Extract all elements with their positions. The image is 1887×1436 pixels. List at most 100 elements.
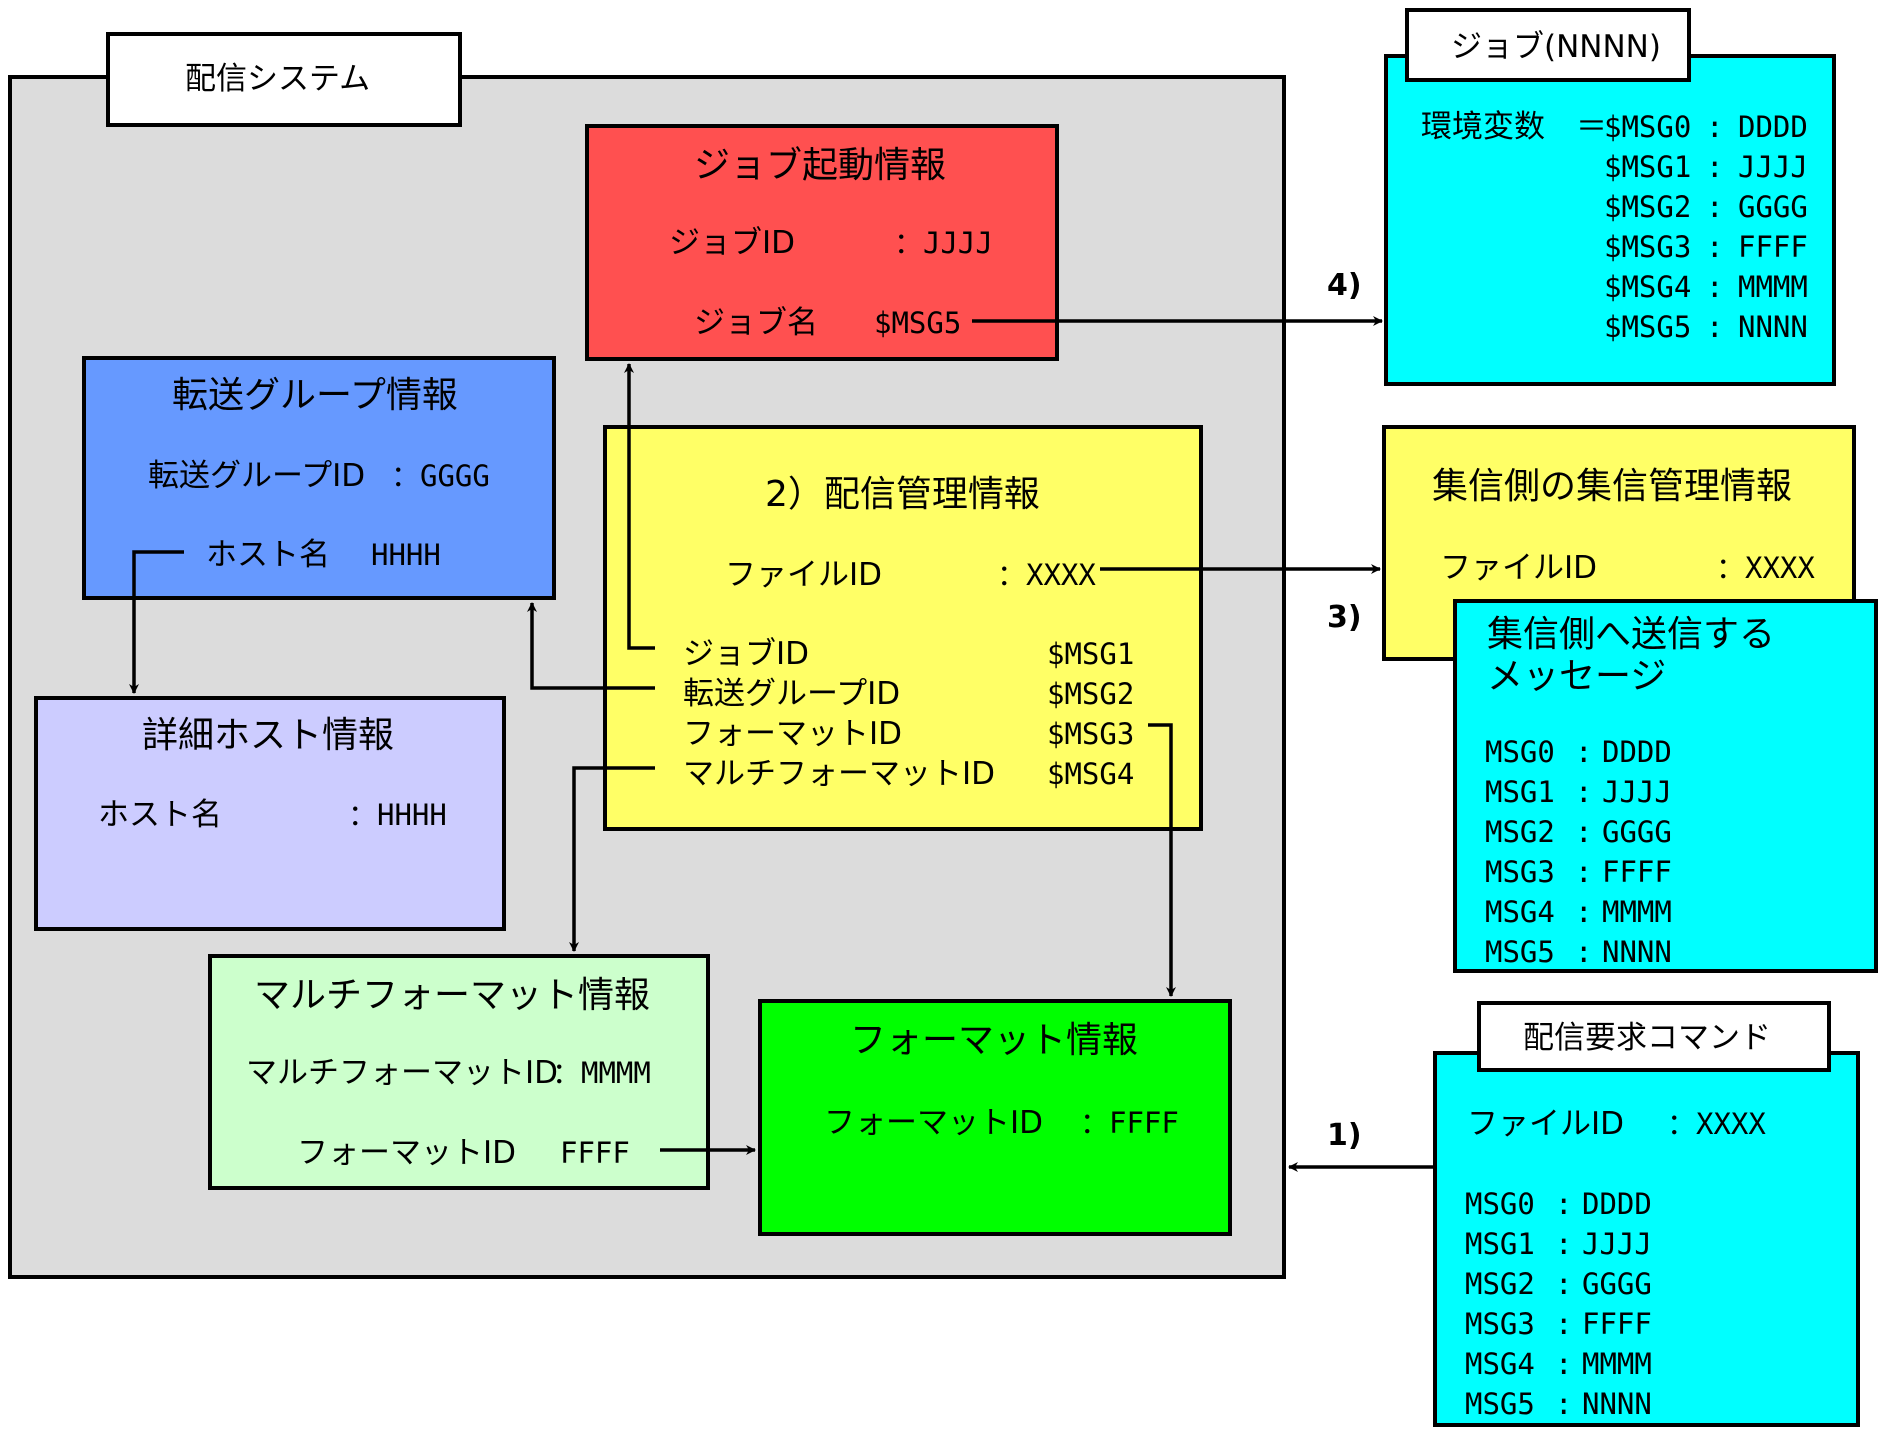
- multi-format-info-box: マルチフォーマット情報 マルチフォーマットID ：MMMM フォーマットID F…: [208, 954, 710, 1190]
- command-msg-sep: :: [1555, 1347, 1573, 1381]
- format-id-key: フォーマットID: [824, 1105, 1044, 1141]
- job-var-value: NNNN: [1738, 310, 1808, 344]
- job-var-name: $MSG5: [1604, 310, 1692, 344]
- command-msg-sep: :: [1555, 1267, 1573, 1301]
- mgmt-row-key: 転送グループID: [683, 676, 901, 712]
- job-var-sep: :: [1706, 150, 1724, 184]
- send-msg-sep: :: [1575, 735, 1593, 769]
- send-msg-name: MSG5: [1485, 935, 1555, 969]
- transfer-group-id-key: 転送グループID: [148, 458, 366, 494]
- job-var-sep: :: [1706, 110, 1724, 144]
- mgmt-row-value: $MSG1: [1047, 637, 1135, 671]
- collect-mgmt-title: 集信側の集信管理情報: [1432, 466, 1793, 507]
- job-var-value: GGGG: [1738, 190, 1808, 224]
- job-id-key: ジョブID: [669, 225, 796, 261]
- job-var-value: JJJJ: [1738, 150, 1808, 184]
- job-id-value: ：JJJJ: [894, 226, 993, 260]
- command-msg-sep: :: [1555, 1227, 1573, 1261]
- send-msg-sep: :: [1575, 895, 1593, 929]
- mgmt-row-key: マルチフォーマットID: [683, 756, 996, 792]
- transfer-group-title: 転送グループ情報: [172, 375, 458, 416]
- format-id-value: ：FFFF: [1080, 1106, 1179, 1140]
- arrow-host-to-hostdetail: [129, 550, 184, 694]
- multi-format-id-value: ：MMMM: [552, 1056, 651, 1090]
- multi-format-format-id-key: フォーマットID: [297, 1135, 517, 1171]
- job-start-title: ジョブ起動情報: [694, 145, 947, 186]
- send-message-box: 集信側へ送信する メッセージ MSG0 : DDDD MSG1 : JJJJ M…: [1453, 599, 1878, 973]
- multi-format-id-key: マルチフォーマットID: [246, 1055, 559, 1091]
- step-3-label: 3): [1327, 600, 1362, 635]
- send-msg-sep: :: [1575, 775, 1593, 809]
- job-var-sep: :: [1706, 270, 1724, 304]
- multi-format-title: マルチフォーマット情報: [254, 975, 651, 1016]
- delivery-system-label: 配信システム: [185, 61, 371, 97]
- mgmt-row-key: ジョブID: [683, 636, 810, 672]
- command-msg-sep: :: [1555, 1387, 1573, 1421]
- job-label: ジョブ(NNNN): [1451, 29, 1661, 65]
- file-id-value: ：XXXX: [997, 558, 1096, 592]
- send-msg-sep: :: [1575, 935, 1593, 969]
- job-var-value: DDDD: [1738, 110, 1808, 144]
- arrow-format-to-formatinfo: [1148, 723, 1176, 997]
- command-file-id-value: ：XXXX: [1667, 1107, 1766, 1141]
- host-name-value: HHHH: [371, 538, 441, 572]
- mgmt-row-value: $MSG2: [1047, 677, 1135, 711]
- collect-file-id-value: ：XXXX: [1716, 551, 1815, 585]
- delivery-command-box: ファイルID ：XXXX MSG0 : DDDD MSG1 : JJJJ MSG…: [1433, 1051, 1860, 1427]
- multi-format-format-id-value: FFFF: [560, 1136, 630, 1170]
- command-msg-value: MMMM: [1582, 1347, 1652, 1381]
- send-msg-sep: :: [1575, 855, 1593, 889]
- command-msg-value: DDDD: [1582, 1187, 1652, 1221]
- job-box: 環境変数 ＝ $MSG0 : DDDD $MSG1 : JJJJ $MSG2 :…: [1384, 54, 1836, 386]
- command-label: 配信要求コマンド: [1523, 1020, 1771, 1056]
- file-id-key: ファイルID: [725, 557, 883, 593]
- send-msg-sep: :: [1575, 815, 1593, 849]
- mgmt-row-value: $MSG4: [1047, 757, 1135, 791]
- job-name-value: $MSG5: [874, 306, 962, 340]
- step-4-label: 4): [1327, 268, 1362, 303]
- send-msg-name: MSG2: [1485, 815, 1555, 849]
- send-msg-value: GGGG: [1602, 815, 1672, 849]
- mgmt-row-key: フォーマットID: [683, 716, 903, 752]
- command-label-box: 配信要求コマンド: [1477, 1001, 1831, 1072]
- job-var-name: $MSG3: [1604, 230, 1692, 264]
- command-msg-value: GGGG: [1582, 1267, 1652, 1301]
- host-detail-info-box: 詳細ホスト情報 ホスト名 ：HHHH: [34, 696, 506, 931]
- env-vars-label: 環境変数 ＝: [1421, 109, 1607, 145]
- command-msg-name: MSG1: [1465, 1227, 1535, 1261]
- step-1-label: 1): [1327, 1118, 1362, 1153]
- host-detail-name-key: ホスト名: [98, 797, 222, 833]
- command-msg-value: FFFF: [1582, 1307, 1652, 1341]
- delivery-mgmt-info-box: 2）配信管理情報 ファイルID ：XXXX ジョブID $MSG1 転送グループ…: [603, 425, 1203, 831]
- job-label-box: ジョブ(NNNN): [1405, 8, 1691, 82]
- send-msg-name: MSG0: [1485, 735, 1555, 769]
- command-msg-name: MSG2: [1465, 1267, 1535, 1301]
- arrow-multiformat-to-multiformatinfo: [569, 766, 655, 952]
- mgmt-row-value: $MSG3: [1047, 717, 1135, 751]
- delivery-system-label-box: 配信システム: [106, 32, 462, 127]
- job-var-sep: :: [1706, 310, 1724, 344]
- command-msg-name: MSG0: [1465, 1187, 1535, 1221]
- job-var-name: $MSG2: [1604, 190, 1692, 224]
- command-msg-name: MSG3: [1465, 1307, 1535, 1341]
- job-var-sep: :: [1706, 230, 1724, 264]
- format-info-box: フォーマット情報 フォーマットID ：FFFF: [758, 999, 1232, 1236]
- job-var-name: $MSG0: [1604, 110, 1692, 144]
- command-msg-sep: :: [1555, 1187, 1573, 1221]
- send-msg-value: MMMM: [1602, 895, 1672, 929]
- arrow-jobid-to-job-start: [624, 363, 655, 650]
- host-detail-name-value: ：HHHH: [348, 798, 447, 832]
- job-var-value: MMMM: [1738, 270, 1808, 304]
- send-msg-value: DDDD: [1602, 735, 1672, 769]
- delivery-mgmt-title: 2）配信管理情報: [765, 474, 1040, 515]
- send-msg-value: JJJJ: [1602, 775, 1672, 809]
- job-name-key: ジョブ名: [694, 305, 818, 341]
- job-start-info-box: ジョブ起動情報 ジョブID ：JJJJ ジョブ名 $MSG5: [585, 124, 1059, 361]
- send-message-title-line2: メッセージ: [1487, 656, 1667, 697]
- job-var-value: FFFF: [1738, 230, 1808, 264]
- send-msg-name: MSG1: [1485, 775, 1555, 809]
- command-msg-name: MSG5: [1465, 1387, 1535, 1421]
- format-title: フォーマット情報: [850, 1020, 1139, 1061]
- arrow-transfergroup-to-group: [527, 602, 655, 690]
